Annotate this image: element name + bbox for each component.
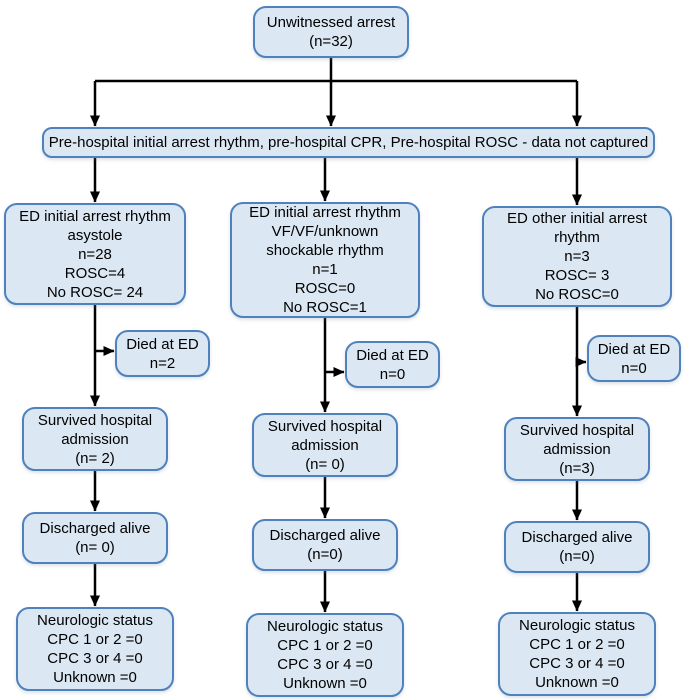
node-neurologic-status-1: Neurologic status CPC 1 or 2 =0 CPC 3 or… xyxy=(16,607,174,691)
node-survived-admission-2: Survived hospital admission (n= 0) xyxy=(252,413,398,477)
node-discharged-alive-3: Discharged alive (n=0) xyxy=(504,521,650,573)
node-prehospital-data-not-captured: Pre-hospital initial arrest rhythm, pre-… xyxy=(42,127,655,158)
node-died-at-ed-3: Died at ED n=0 xyxy=(587,335,681,382)
node-neurologic-status-3: Neurologic status CPC 1 or 2 =0 CPC 3 or… xyxy=(498,612,656,696)
node-ed-rhythm-asystole: ED initial arrest rhythm asystole n=28 R… xyxy=(4,203,186,305)
node-survived-admission-1: Survived hospital admission (n= 2) xyxy=(22,407,168,471)
node-died-at-ed-1: Died at ED n=2 xyxy=(115,330,210,377)
node-unwitnessed-arrest: Unwitnessed arrest (n=32) xyxy=(253,6,409,58)
node-discharged-alive-1: Discharged alive (n= 0) xyxy=(22,512,168,564)
node-survived-admission-3: Survived hospital admission (n=3) xyxy=(504,417,650,481)
node-died-at-ed-2: Died at ED n=0 xyxy=(345,341,440,388)
node-ed-rhythm-shockable: ED initial arrest rhythm VF/VF/unknown s… xyxy=(230,202,420,318)
node-neurologic-status-2: Neurologic status CPC 1 or 2 =0 CPC 3 or… xyxy=(246,613,404,697)
node-ed-rhythm-other: ED other initial arrest rhythm n=3 ROSC=… xyxy=(482,206,672,307)
node-discharged-alive-2: Discharged alive (n=0) xyxy=(252,519,398,571)
